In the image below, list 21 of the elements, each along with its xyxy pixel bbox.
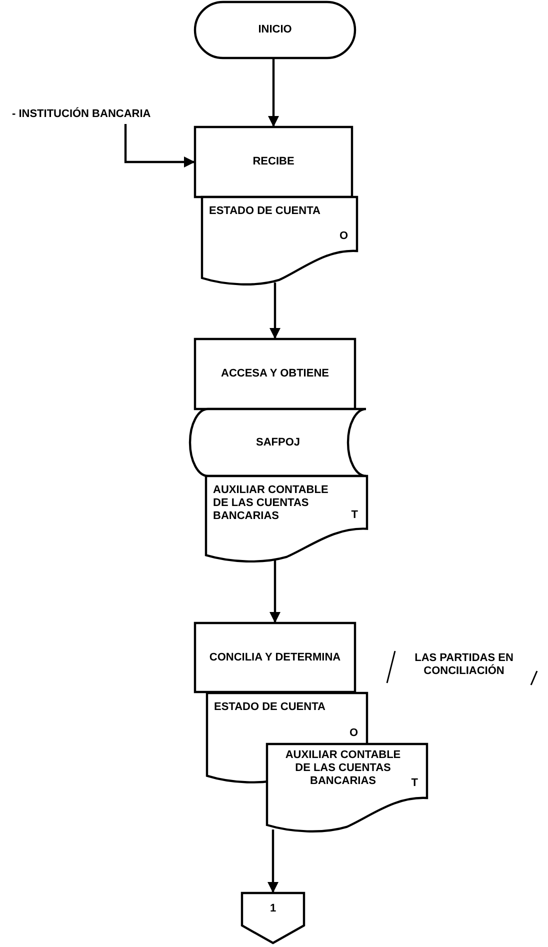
arrow [268, 58, 279, 127]
document-title: AUXILIAR CONTABLE DE LAS CUENTAS BANCARIAS [284, 749, 402, 788]
copy-mark: O [349, 727, 358, 740]
document-title: ESTADO DE CUENTA [209, 205, 322, 218]
arrow [270, 282, 280, 339]
copy-mark: T [351, 508, 358, 522]
step-label: SAFPOJ [254, 436, 301, 449]
note-text: LAS PARTIDAS EN CONCILIACIÓN [414, 652, 514, 678]
document-title: ESTADO DE CUENTA [214, 701, 326, 714]
step-label: INICIO [257, 24, 293, 36]
step-label: RECIBE [252, 156, 296, 168]
arrow [270, 560, 280, 623]
step-label: CONCILIA Y DETERMINA [208, 651, 342, 664]
copy-mark: O [339, 230, 348, 244]
source-label: - INSTITUCIÓN BANCARIA [12, 108, 151, 121]
copy-mark: T [411, 777, 418, 790]
document-title: AUXILIAR CONTABLE DE LAS CUENTAS BANCARIAS [213, 484, 330, 523]
step-label: 1 [268, 902, 278, 916]
arrow [124, 124, 195, 168]
step-label: ACCESA Y OBTIENE [220, 368, 330, 380]
arrow [268, 830, 278, 893]
